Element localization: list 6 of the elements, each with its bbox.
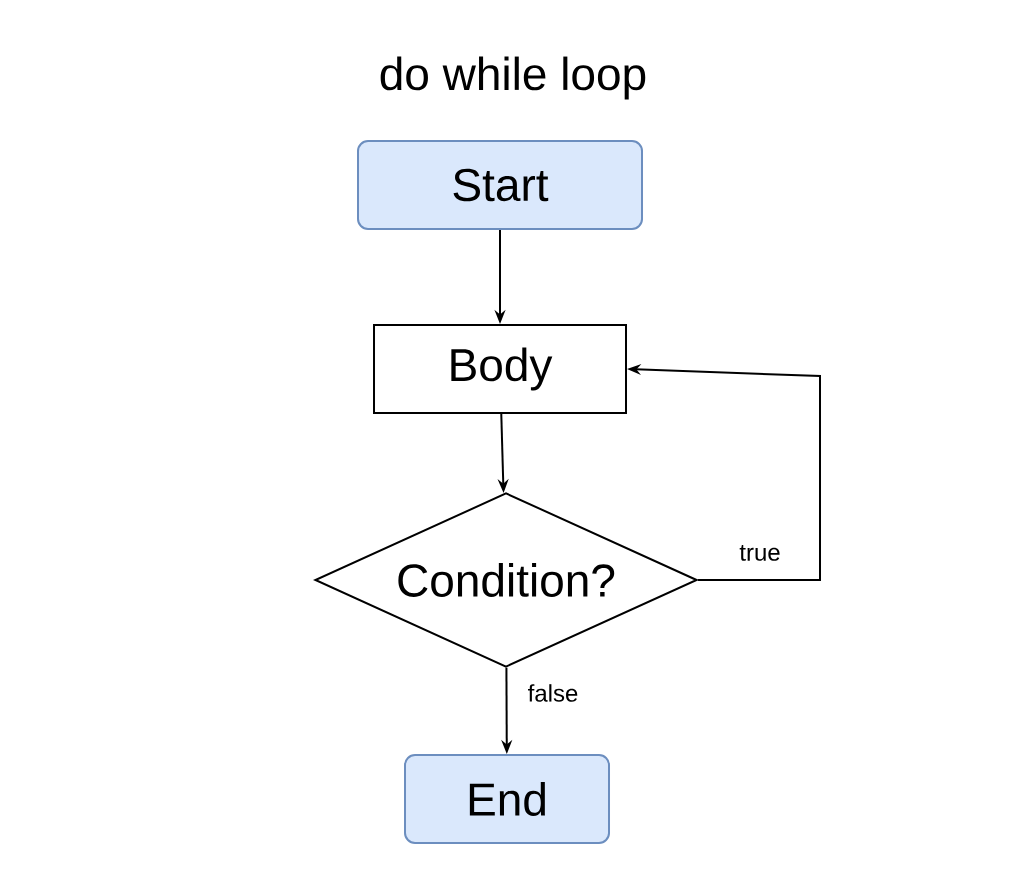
edge-label: true: [737, 543, 783, 563]
terminal-box: End: [404, 754, 610, 844]
title: do while loop: [380, 56, 646, 100]
edge-label: false: [525, 682, 581, 704]
terminal-box: Start: [357, 140, 643, 230]
process-box: Body: [373, 324, 627, 414]
